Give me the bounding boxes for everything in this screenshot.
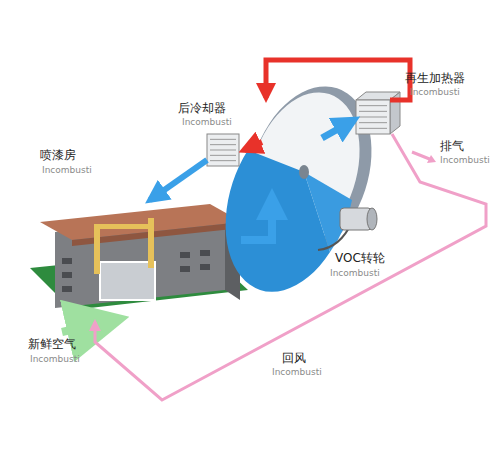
rotor-node: VOC转轮 Incombusti	[240, 82, 420, 287]
node-title: 喷漆房	[40, 149, 76, 163]
heater-unit	[356, 100, 390, 134]
node-subtitle: Incombusti	[42, 165, 92, 175]
booth-node: 喷漆房 Incombusti	[28, 145, 248, 315]
booth-duct	[94, 224, 154, 229]
node-subtitle: Incombusti	[182, 117, 232, 127]
rotor-hub	[299, 165, 309, 179]
node-title: VOC转轮	[335, 252, 385, 266]
free-label: 回风	[282, 352, 306, 366]
free-label: 新鲜空气	[28, 338, 76, 352]
free-label: 排气	[440, 140, 464, 154]
flow-connector	[244, 142, 262, 150]
node-title: 再生加热器	[405, 72, 465, 86]
booth-windows	[62, 250, 210, 292]
motor-end	[367, 208, 377, 230]
flow-connector	[95, 134, 486, 400]
exhaust-arrow-head	[427, 155, 436, 163]
flow-connector	[241, 196, 272, 240]
heater-fins	[359, 106, 387, 129]
booth-door	[100, 262, 155, 300]
flow-connector	[266, 60, 410, 100]
cooler-unit	[207, 134, 239, 166]
booth-duct	[94, 224, 100, 274]
node-title: 后冷却器	[178, 102, 226, 116]
cooler-node: 后冷却器Incombusti	[172, 100, 244, 170]
node-subtitle: Incombusti	[410, 87, 460, 97]
cooler-fins	[210, 139, 236, 160]
fresh-air-arrow	[62, 322, 106, 332]
exhaust-arrow	[412, 152, 432, 160]
node-subtitle: Incombusti	[330, 268, 380, 278]
rotor-adsorb-zone	[226, 150, 330, 292]
free-label: Incombusti	[30, 354, 80, 364]
flow-connector	[150, 160, 207, 200]
flow-connector	[322, 120, 354, 138]
free-label: Incombusti	[440, 155, 490, 165]
free-label: Incombusti	[272, 367, 322, 377]
heater-node: 再生加热器Incombusti	[350, 68, 485, 138]
